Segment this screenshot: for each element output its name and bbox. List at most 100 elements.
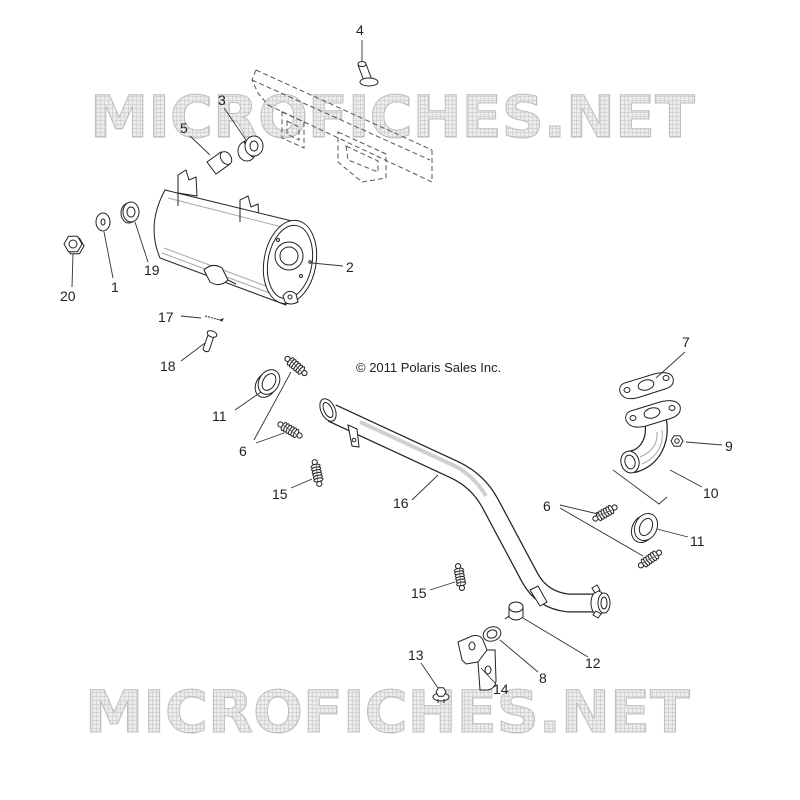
leader-line-19 <box>134 221 149 263</box>
frame-edge <box>255 69 433 151</box>
bracket-bend <box>477 649 488 663</box>
washer-part-8 <box>482 626 502 642</box>
leader-line-15 <box>429 581 456 591</box>
muffler-rivet <box>308 260 312 264</box>
callout-label: 6 <box>239 443 247 459</box>
pipe-outlet-stud <box>591 584 602 619</box>
callout-label: 13 <box>408 647 424 663</box>
callout-label: 15 <box>272 486 288 502</box>
bolt-end <box>357 61 367 67</box>
watermark-top: MICROFICHES.NET <box>90 83 695 151</box>
pipe-inlet-flare <box>319 398 337 422</box>
washer-hole <box>100 218 106 226</box>
leader-line-6 <box>255 432 285 444</box>
muffler-tab <box>177 169 198 197</box>
pipe-bracket <box>347 424 360 448</box>
muffler-part-2 <box>153 169 318 306</box>
pin-body <box>204 315 221 321</box>
pipe-outlet-ring <box>597 592 611 614</box>
pin-head <box>206 330 218 338</box>
leader-line-9 <box>685 441 723 446</box>
pin-part-17 <box>204 315 224 322</box>
bracket-hole <box>468 641 476 651</box>
callout-label: 19 <box>144 262 160 278</box>
bumper-top <box>508 601 524 613</box>
pin-tip <box>202 348 210 353</box>
leader-line-5 <box>189 135 211 156</box>
washer-part-19 <box>120 201 140 224</box>
spring-part-6 <box>282 353 310 379</box>
pin-shaft <box>202 334 215 352</box>
bracket-hole <box>484 665 492 675</box>
bolt-shaft <box>357 63 373 82</box>
frame-bracket <box>286 120 300 141</box>
spring-part-6 <box>275 418 305 442</box>
leader-line-11 <box>234 391 262 411</box>
callout-label: 12 <box>585 655 601 671</box>
leader-line-14 <box>480 667 496 684</box>
elbow-port <box>643 407 661 419</box>
callout-label: 2 <box>346 259 354 275</box>
leader-line-6 <box>559 507 644 557</box>
ring-hole <box>261 373 277 391</box>
bolt-part-4 <box>357 61 379 87</box>
callout-label: 14 <box>493 681 509 697</box>
spring-part-15 <box>452 562 468 592</box>
leader-line-6 <box>253 371 292 441</box>
frame-edge <box>251 69 269 106</box>
callout-label: 8 <box>539 670 547 686</box>
gasket-port <box>637 379 655 391</box>
leader-line-12 <box>522 617 589 658</box>
callout-label: 3 <box>218 92 226 108</box>
nut-face <box>670 435 684 447</box>
frame-bracket <box>281 111 305 149</box>
leader-line-1 <box>103 231 114 279</box>
callout-label: 17 <box>158 309 174 325</box>
muffler-body <box>153 189 293 306</box>
nut-hole <box>68 239 78 249</box>
sleeve-part-5 <box>206 151 233 175</box>
grommet-hole <box>249 140 259 152</box>
elbow-outlet-bore <box>624 454 636 470</box>
bracket-part-14 <box>457 635 497 691</box>
bumper-part-12 <box>504 601 524 621</box>
frame-edge <box>267 104 433 183</box>
frame-reference <box>251 69 433 183</box>
pin-end <box>218 318 224 322</box>
ring-hole <box>638 517 654 537</box>
leader-line-11 <box>656 528 689 538</box>
leader-line-2 <box>311 262 344 267</box>
pipe-fill <box>328 405 594 612</box>
washer-hole <box>486 629 498 639</box>
callout-label: 7 <box>682 334 690 350</box>
leader-line-8 <box>499 639 539 673</box>
frame-bracket <box>337 131 387 183</box>
bracket-plate <box>457 635 497 691</box>
muffler-outlet-inner <box>279 246 299 266</box>
bolt-part-13 <box>432 687 450 703</box>
pipe-outlet-bore <box>600 596 608 610</box>
muffler-hanger-stud <box>227 279 237 285</box>
muffler-shade <box>167 197 287 229</box>
callout-label: 9 <box>725 438 733 454</box>
leader-line-10 <box>669 469 703 488</box>
callout-label: 4 <box>356 22 364 38</box>
gasket-ring-part-11 <box>630 512 659 544</box>
leader-line-17 <box>180 315 202 319</box>
leader-line-15 <box>290 478 313 489</box>
leader-line-3 <box>223 107 247 141</box>
spring-part-6 <box>635 546 665 572</box>
elbow-flange-hole <box>629 415 637 421</box>
callout-label: 10 <box>703 485 719 501</box>
muffler-rivet <box>276 238 280 242</box>
callout-label: 16 <box>393 495 409 511</box>
callout-label: 6 <box>543 498 551 514</box>
pipe-shade <box>359 420 488 498</box>
callout-label: 1 <box>111 279 119 295</box>
callout-label: 5 <box>180 120 188 136</box>
gasket-part-7 <box>619 372 674 400</box>
gasket-bolt-hole <box>662 375 670 381</box>
elbow-outlet <box>620 450 640 474</box>
pipe-inlet-bore <box>322 402 334 418</box>
